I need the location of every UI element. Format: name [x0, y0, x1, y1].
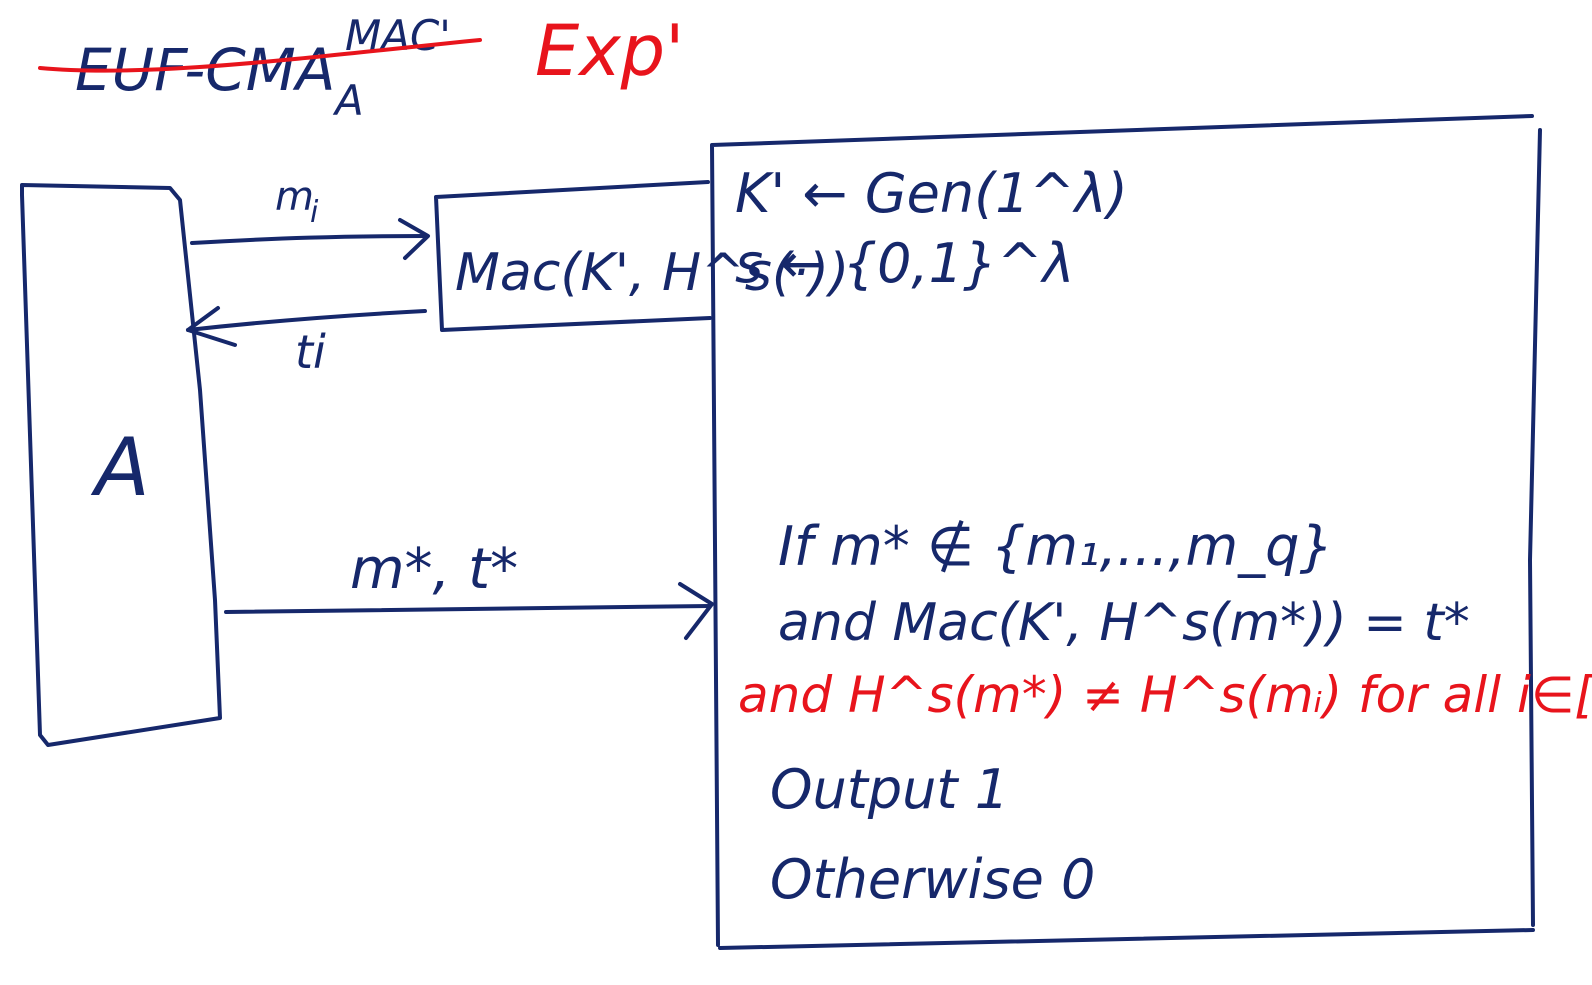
adversary-label: A — [90, 421, 150, 514]
output-zero: Otherwise 0 — [770, 848, 1095, 911]
response-arrow: ti — [186, 306, 427, 379]
query-label: m — [275, 174, 314, 220]
response-label: ti — [295, 325, 326, 379]
strikethrough-line — [38, 38, 482, 73]
title-group: EUF-CMA MAC' A Exp' — [38, 10, 684, 125]
condition-verify: and Mac(K', H^s(m*)) = t* — [778, 593, 1470, 653]
forgery-arrow: m*, t* — [224, 537, 714, 640]
query-sub-label: i — [310, 195, 319, 230]
challenger-box — [710, 114, 1542, 950]
seed-line: s ← {0,1}^λ — [735, 232, 1075, 295]
title-subscript: A — [332, 76, 364, 125]
query-arrow: m i — [190, 174, 430, 260]
output-one: Output 1 — [770, 758, 1009, 821]
condition-freshness: If m* ∉ {m₁,...,m_q} — [778, 515, 1334, 578]
adversary-box — [20, 183, 222, 747]
title-replacement: Exp' — [535, 10, 684, 92]
oracle-label: Mac(K', H^s(·)) — [455, 243, 849, 303]
keygen-line: K' ← Gen(1^λ) — [735, 162, 1128, 225]
challenger-contents: K' ← Gen(1^λ) s ← {0,1}^λ If m* ∉ {m₁,..… — [735, 162, 1592, 911]
oracle-box — [434, 180, 712, 332]
condition-collision: and H^s(m*) ≠ H^s(mᵢ) for all i∈[q] — [738, 666, 1592, 724]
forgery-label: m*, t* — [350, 537, 518, 602]
